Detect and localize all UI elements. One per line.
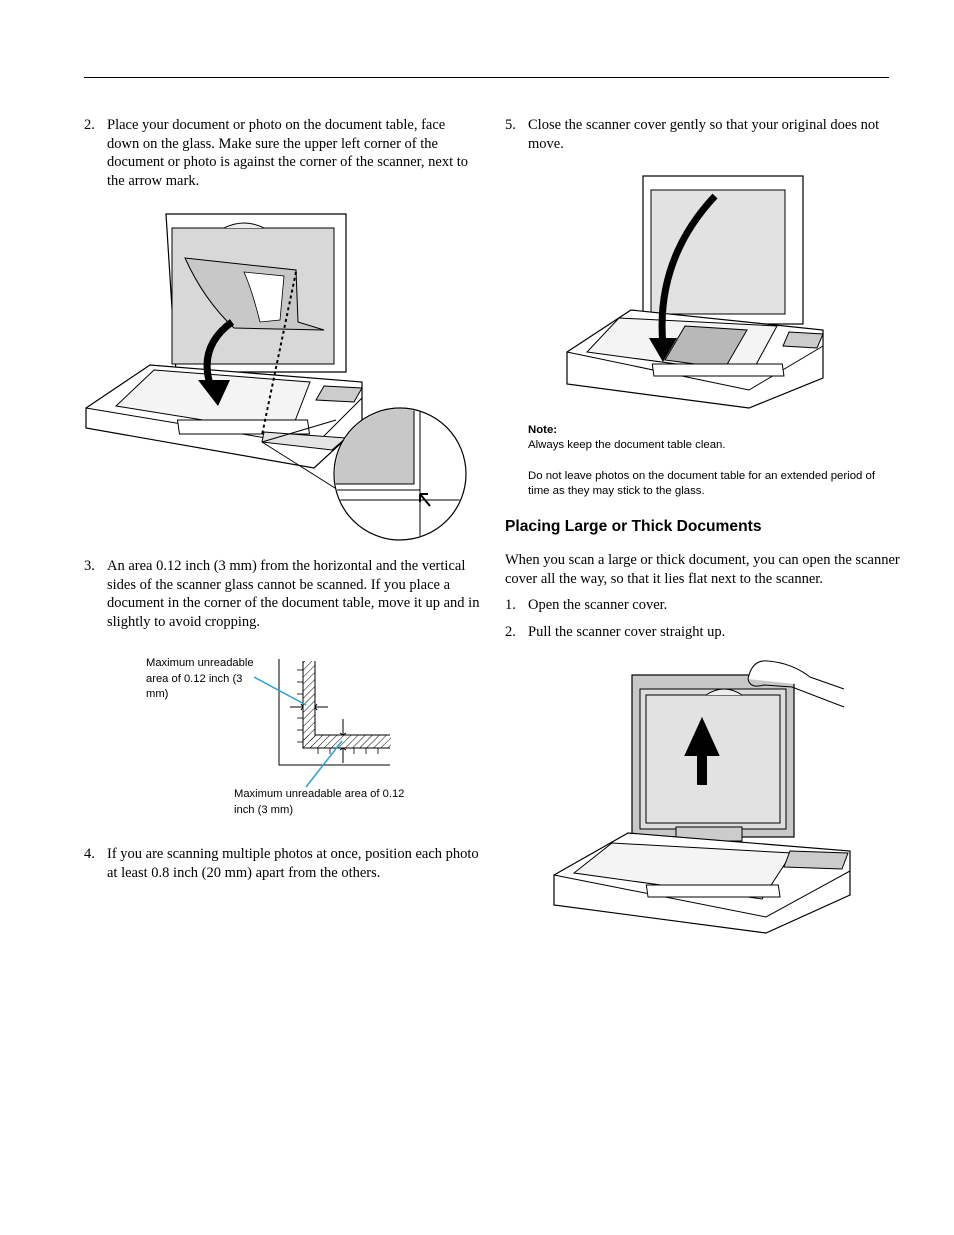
unreadable-area-diagram (240, 655, 395, 795)
step-number: 1. (505, 597, 516, 614)
step-text: Pull the scanner cover straight up. (528, 623, 726, 640)
header-rule (84, 77, 889, 78)
section-heading: Placing Large or Thick Documents (505, 518, 762, 535)
step-number: 4. (84, 846, 95, 862)
note-line-1: Always keep the document table clean. (528, 439, 726, 452)
section-step-2: 2. Pull the scanner cover straight up. (505, 623, 900, 642)
step-text: If you are scanning multiple photos at o… (107, 846, 479, 881)
step-text: Close the scanner cover gently so that y… (528, 117, 880, 152)
step-4: 4. If you are scanning multiple photos at… (84, 845, 480, 882)
callout-bottom: Maximum unreadable area of 0.12 inch (3 … (234, 788, 405, 816)
step-number: 2. (84, 117, 95, 133)
step-number: 5. (505, 117, 516, 133)
step-5: 5. Close the scanner cover gently so that… (505, 116, 900, 153)
step-number: 3. (84, 558, 95, 574)
remove-cover-illustration (552, 655, 852, 937)
close-cover-illustration (565, 170, 827, 412)
callout-top: Maximum unreadable area of 0.12 inch (3 … (146, 657, 254, 701)
note-box: Note: Always keep the document table cle… (528, 423, 888, 500)
note-heading: Note: (528, 424, 558, 436)
note-line-2: Do not leave photos on the document tabl… (528, 469, 876, 498)
step-number: 2. (505, 623, 516, 640)
placing-document-illustration (84, 210, 469, 545)
step-text: An area 0.12 inch (3 mm) from the horizo… (107, 558, 480, 630)
step-text: Open the scanner cover. (528, 597, 668, 614)
step-3: 3. An area 0.12 inch (3 mm) from the hori… (84, 557, 480, 631)
step-2: 2. Place your document or photo on the do… (84, 116, 480, 190)
step-text: Place your document or photo on the docu… (107, 117, 469, 189)
section-intro: When you scan a large or thick document,… (505, 552, 900, 587)
section-step-1: 1. Open the scanner cover. (505, 596, 900, 615)
section-body: When you scan a large or thick document,… (505, 551, 900, 641)
